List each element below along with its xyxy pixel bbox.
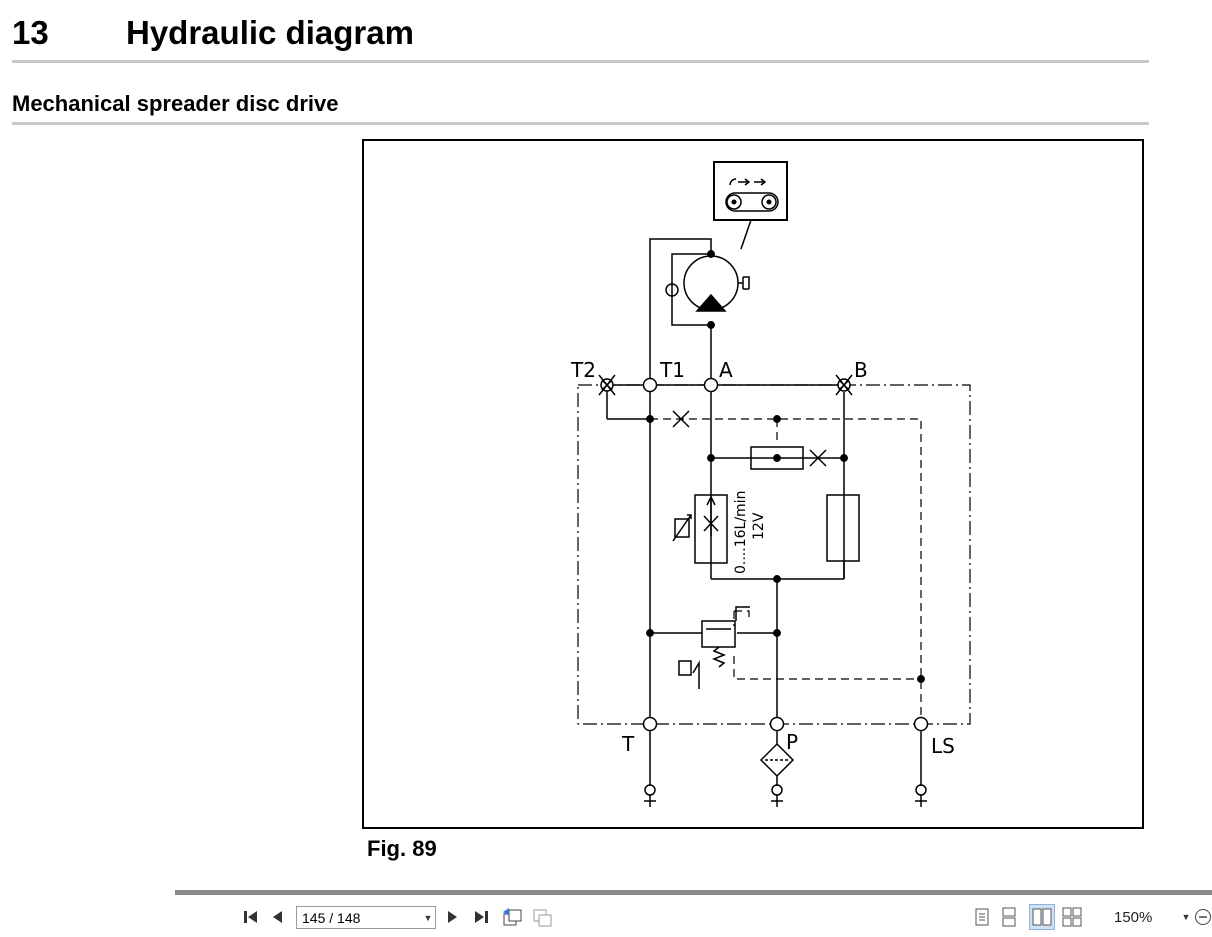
previous-view-icon	[503, 908, 522, 926]
ports	[642, 377, 929, 732]
single-page-icon	[975, 908, 989, 926]
page-number-select[interactable]: 145 / 148 ▼	[296, 906, 436, 929]
voltage-label: 12V	[751, 512, 767, 540]
pressure-relief-valve	[678, 606, 750, 689]
port-label-ls: LS	[931, 734, 955, 758]
zoom-out-icon	[1195, 909, 1211, 925]
first-page-button[interactable]	[240, 906, 262, 928]
first-page-icon	[244, 911, 257, 923]
section-header: Mechanical spreader disc drive	[12, 90, 1149, 125]
port-label-t2: T2	[570, 358, 596, 382]
valve-block-boundary	[577, 384, 971, 725]
plugged-ports	[598, 374, 853, 396]
chapter-header: 13 Hydraulic diagram	[12, 14, 1149, 63]
zoom-level[interactable]: 150%	[1114, 909, 1153, 926]
chapter-title: Hydraulic diagram	[126, 14, 414, 51]
page-number-value: 145 / 148	[302, 909, 361, 926]
section-title: Mechanical spreader disc drive	[12, 91, 339, 116]
port-label-b: B	[854, 358, 868, 382]
facing-pages-view-button[interactable]	[1029, 904, 1055, 930]
next-view-icon	[533, 909, 552, 927]
chapter-number: 13	[12, 14, 49, 51]
chevron-down-icon: ▼	[1181, 912, 1191, 922]
continuous-facing-icon	[1062, 907, 1082, 927]
port-label-t: T	[621, 732, 635, 756]
main-lines	[606, 238, 922, 786]
flow-rate-label: 0....16L/min	[733, 491, 749, 574]
proportional-flow-valve	[672, 494, 728, 564]
upper-valve-symbol	[750, 415, 827, 470]
facing-pages-icon	[1032, 908, 1052, 926]
hydraulic-motor-symbol	[683, 254, 750, 312]
prev-page-button[interactable]	[267, 906, 287, 928]
port-label-p: P	[786, 730, 798, 754]
port-label-a: A	[719, 358, 733, 382]
next-view-button[interactable]	[530, 905, 554, 929]
figure-caption: Fig. 89	[367, 836, 437, 861]
spreader-disc-symbol	[713, 161, 788, 250]
previous-view-button[interactable]	[500, 905, 524, 929]
continuous-icon	[1002, 907, 1016, 927]
motor-bypass	[665, 250, 715, 329]
orifice-symbol	[672, 410, 690, 428]
single-page-view-button[interactable]	[972, 906, 992, 928]
last-page-icon	[475, 911, 488, 923]
prev-page-icon	[273, 911, 282, 923]
horizontal-scrollbar[interactable]	[175, 890, 1212, 895]
junctions	[646, 415, 925, 683]
next-page-icon	[448, 911, 457, 923]
quick-couplers	[644, 784, 927, 807]
next-page-button[interactable]	[444, 906, 462, 928]
last-page-button[interactable]	[470, 906, 492, 928]
hydraulic-schematic: T2 T1 A B T P LS 0....16L/min 12V	[570, 161, 971, 807]
port-label-t1: T1	[659, 358, 685, 382]
hydraulic-diagram-figure: T2 T1 A B T P LS 0....16L/min 12V	[362, 139, 1144, 829]
continuous-facing-view-button[interactable]	[1060, 906, 1084, 928]
right-cartridge	[826, 494, 860, 562]
zoom-out-button[interactable]	[1194, 906, 1212, 928]
zoom-dropdown-button[interactable]: ▼	[1181, 908, 1191, 926]
continuous-view-button[interactable]	[998, 906, 1020, 928]
page-dropdown-chevron-down-icon: ▼	[423, 912, 433, 923]
filter-symbol	[759, 742, 795, 778]
viewer-toolbar: 145 / 148 ▼ 150% ▼	[0, 884, 1212, 937]
